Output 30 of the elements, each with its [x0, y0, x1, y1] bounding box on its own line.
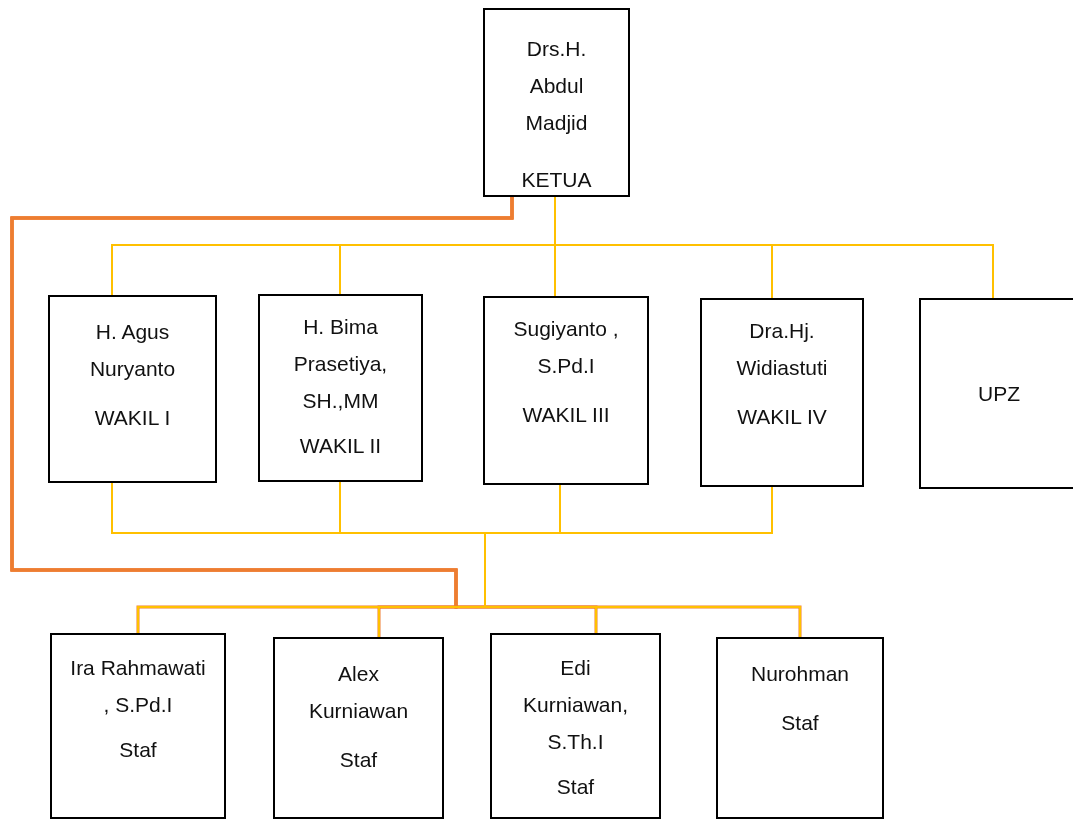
role-title: WAKIL II: [299, 433, 382, 459]
person-name: Alex Kurniawan: [307, 661, 410, 724]
connector-line: [10, 197, 802, 637]
org-box: [919, 298, 1073, 489]
role-title: Staf: [556, 774, 595, 800]
org-box: [273, 637, 444, 819]
org-box: [483, 8, 630, 197]
person-name: Dra.Hj. Widiastuti: [735, 318, 829, 381]
person-name: Ira Rahmawati , S.Pd.I: [69, 655, 207, 718]
org-box: [258, 294, 423, 482]
person-name: Drs.H. Abdul Madjid: [524, 36, 589, 136]
person-name: Nurohman: [750, 661, 850, 687]
role-title: WAKIL IV: [737, 404, 827, 430]
org-box: [50, 633, 226, 819]
role-title: UPZ: [978, 381, 1020, 407]
role-title: Staf: [119, 737, 157, 763]
org-box: [48, 295, 217, 483]
person-name: Edi Kurniawan, S.Th.I: [521, 655, 630, 755]
role-title: KETUA: [521, 167, 592, 193]
org-box: [716, 637, 884, 819]
org-box: [483, 296, 649, 485]
role-title: WAKIL I: [94, 405, 171, 431]
org-box: [490, 633, 661, 819]
role-title: Staf: [781, 710, 819, 736]
person-name: H. Bima Prasetiya, SH.,MM: [292, 314, 389, 414]
person-name: Sugiyanto , S.Pd.I: [512, 316, 620, 379]
role-title: WAKIL III: [522, 402, 610, 428]
role-title: Staf: [339, 747, 378, 773]
org-box: [700, 298, 864, 487]
person-name: H. Agus Nuryanto: [88, 319, 177, 382]
